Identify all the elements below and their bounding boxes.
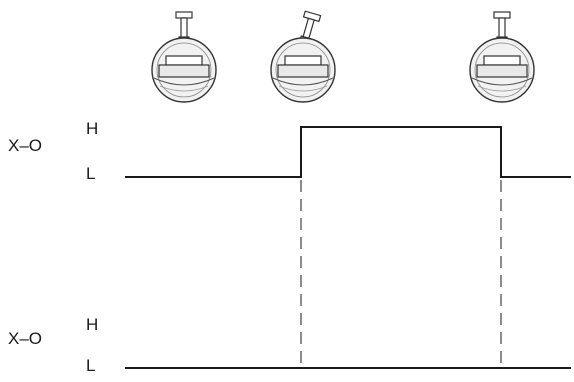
signal-1-low-label: L <box>86 164 96 183</box>
signal-2-high-label: H <box>86 315 99 334</box>
signal-1-high-label: H <box>86 119 99 138</box>
signal-1-waveform <box>125 126 571 178</box>
tilt-switch-icon-1 <box>151 11 217 103</box>
signal-2-name: X–O <box>8 329 43 348</box>
signal-2-low-label: L <box>86 356 96 375</box>
signal-1-name: X–O <box>8 136 43 155</box>
tilt-switch-icon-2 <box>270 10 336 103</box>
tilt-switch-icon-3 <box>469 11 535 103</box>
